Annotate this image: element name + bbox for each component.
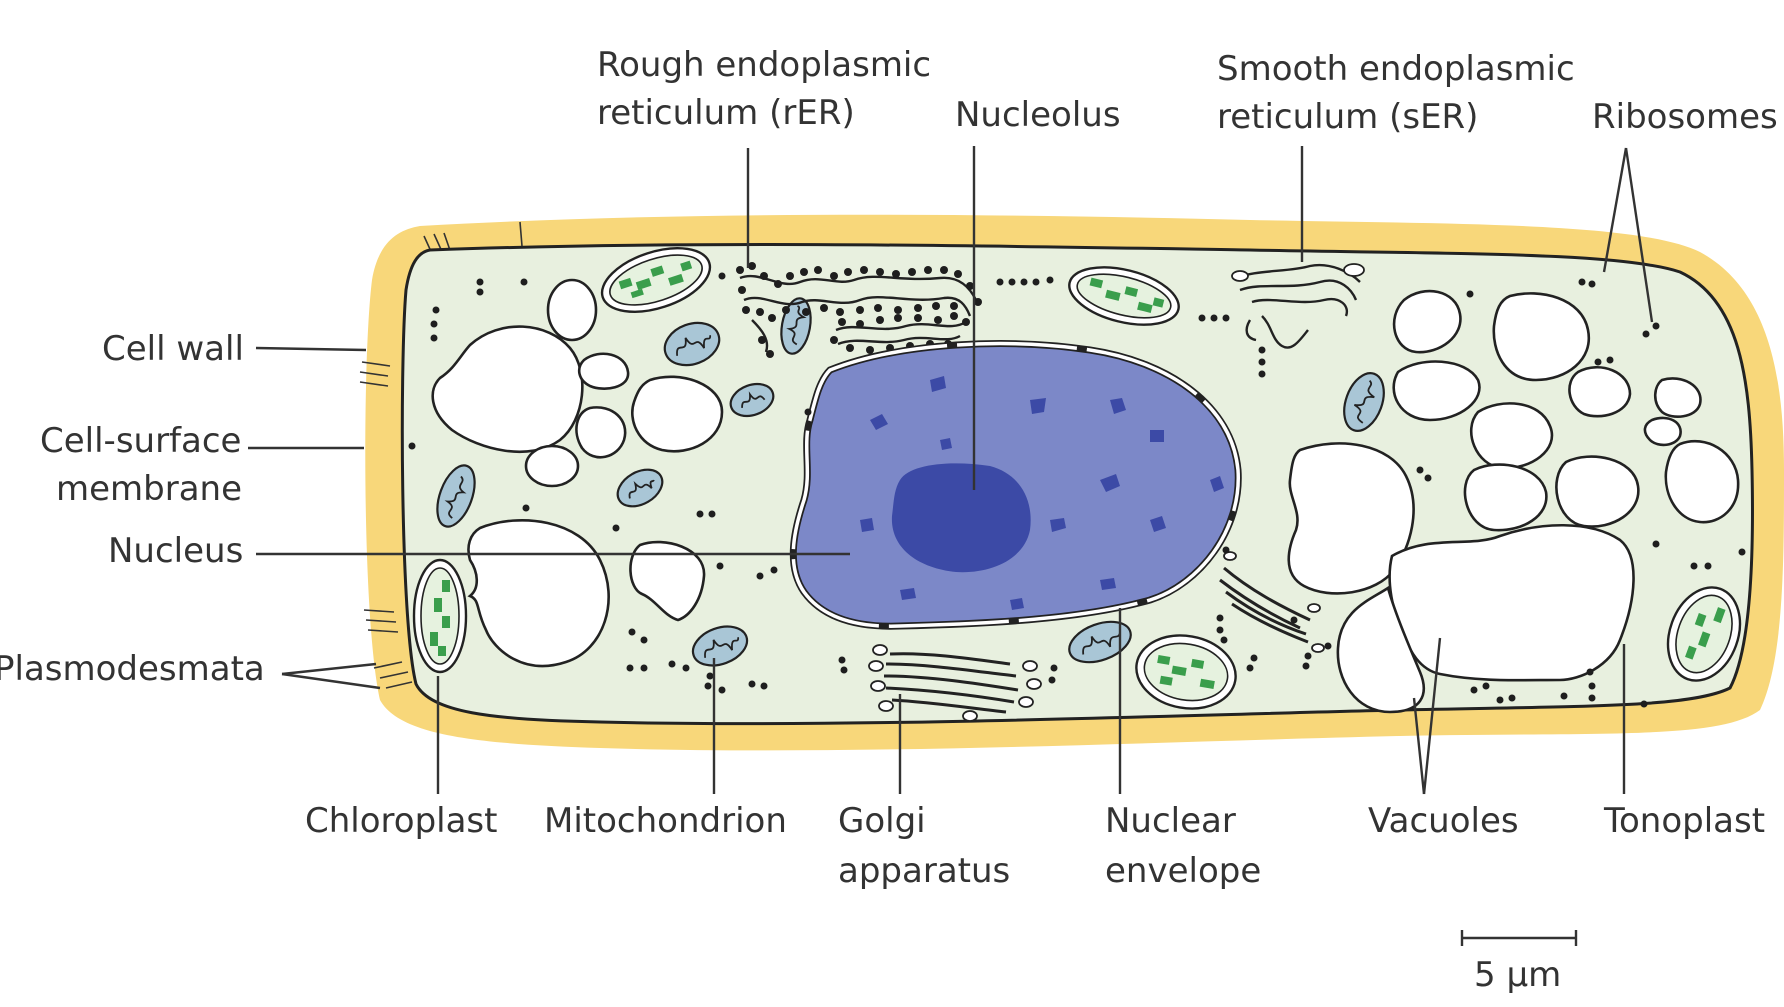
label-rough-er-line1: Rough endoplasmic xyxy=(597,45,931,85)
label-plasmodesmata: Plasmodesmata xyxy=(0,649,265,689)
label-nucleolus: Nucleolus xyxy=(955,95,1121,135)
leader-lines xyxy=(248,146,1654,795)
free-ribosomes xyxy=(408,272,1746,708)
label-chloroplast: Chloroplast xyxy=(305,801,497,841)
chloroplasts xyxy=(412,247,1742,710)
nucleus xyxy=(793,343,1239,627)
label-nuclear-envelope-line2: envelope xyxy=(1105,851,1261,891)
label-smooth-er-line2: reticulum (sER) xyxy=(1217,97,1478,137)
label-ribosomes: Ribosomes xyxy=(1592,97,1778,137)
smooth-er xyxy=(1231,263,1365,349)
label-smooth-er-line1: Smooth endoplasmic xyxy=(1217,49,1575,89)
tonoplast-membrane xyxy=(1388,523,1635,682)
nuclear-envelope xyxy=(789,340,1242,630)
ribosomes-rer xyxy=(736,262,982,358)
scale-bar-label: 5 µm xyxy=(1474,955,1561,995)
label-vacuoles: Vacuoles xyxy=(1368,801,1519,841)
label-cell-surface-membrane-line1: Cell-surface xyxy=(40,421,241,461)
golgi-apparatus xyxy=(868,551,1325,722)
chromatin xyxy=(860,376,1224,610)
label-cell-surface-membrane-line2: membrane xyxy=(56,469,242,509)
label-tonoplast: Tonoplast xyxy=(1603,801,1765,841)
label-rough-er-line2: reticulum (rER) xyxy=(597,93,855,133)
label-golgi-line2: apparatus xyxy=(838,851,1010,891)
label-golgi-line1: Golgi xyxy=(838,801,926,841)
label-nuclear-envelope-line1: Nuclear xyxy=(1105,801,1236,841)
label-mitochondrion: Mitochondrion xyxy=(544,801,787,841)
scale-bar: 5 µm xyxy=(1460,930,1578,995)
label-cell-wall: Cell wall xyxy=(102,329,244,369)
labels: Rough endoplasmic reticulum (rER) Nucleo… xyxy=(0,45,1778,891)
mitochondria xyxy=(436,297,1385,667)
label-nucleus: Nucleus xyxy=(108,531,243,571)
vacuoles-right xyxy=(1287,289,1740,714)
nucleolus xyxy=(891,463,1031,573)
vacuoles-left xyxy=(431,278,724,668)
